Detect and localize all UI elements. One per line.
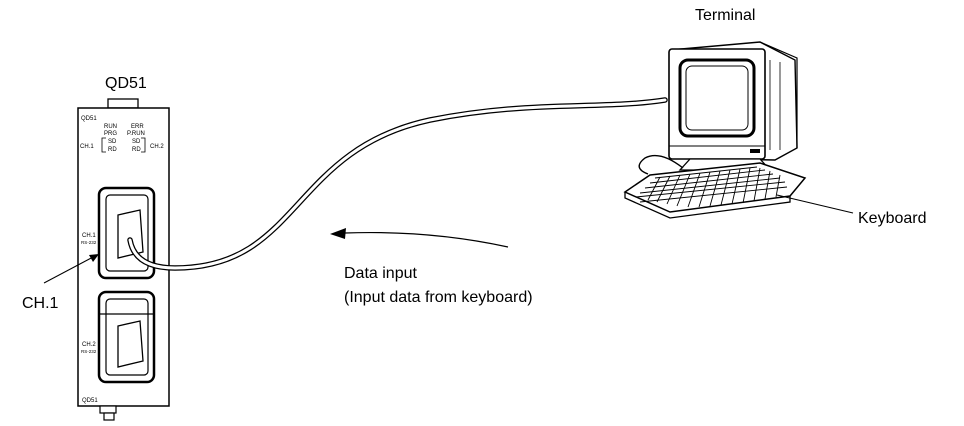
led-sd-right: SD — [132, 139, 141, 145]
data-input-description: (Input data from keyboard) — [344, 289, 533, 306]
ch2-port-type: RS-232 — [81, 349, 97, 354]
ch1-connector — [117, 209, 144, 259]
data-input-label: Data input — [344, 265, 417, 282]
module-bottom-label: QD51 — [82, 398, 98, 404]
led-rd-left: RD — [108, 147, 117, 153]
led-run: RUN — [104, 124, 117, 130]
keyboard-label: Keyboard — [858, 210, 927, 227]
led-rd-right: RD — [132, 147, 141, 153]
ch1-port-label: CH.1 — [82, 233, 96, 239]
terminal-label: Terminal — [695, 7, 755, 24]
keyboard — [623, 162, 807, 219]
ch1-callout-label: CH.1 — [22, 295, 59, 312]
data-input-arrow — [344, 231, 509, 248]
ch2-led-label: CH.2 — [150, 144, 164, 150]
module-title: QD51 — [105, 75, 147, 92]
rs232-cable — [127, 97, 668, 271]
led-sd-left: SD — [108, 139, 117, 145]
ch1-led-label: CH.1 — [80, 144, 94, 150]
keyboard-callout-line — [776, 194, 854, 214]
led-err: ERR — [131, 124, 144, 130]
ch2-port-label: CH.2 — [82, 342, 96, 348]
terminal-computer — [638, 41, 798, 175]
led-prun: P.RUN — [127, 131, 145, 137]
led-prg: PRG — [104, 131, 117, 137]
ch2-connector — [117, 320, 144, 368]
ch1-port-type: RS-232 — [81, 240, 97, 245]
module-top-label: QD51 — [81, 116, 97, 122]
ch1-callout-arrow — [43, 255, 96, 284]
